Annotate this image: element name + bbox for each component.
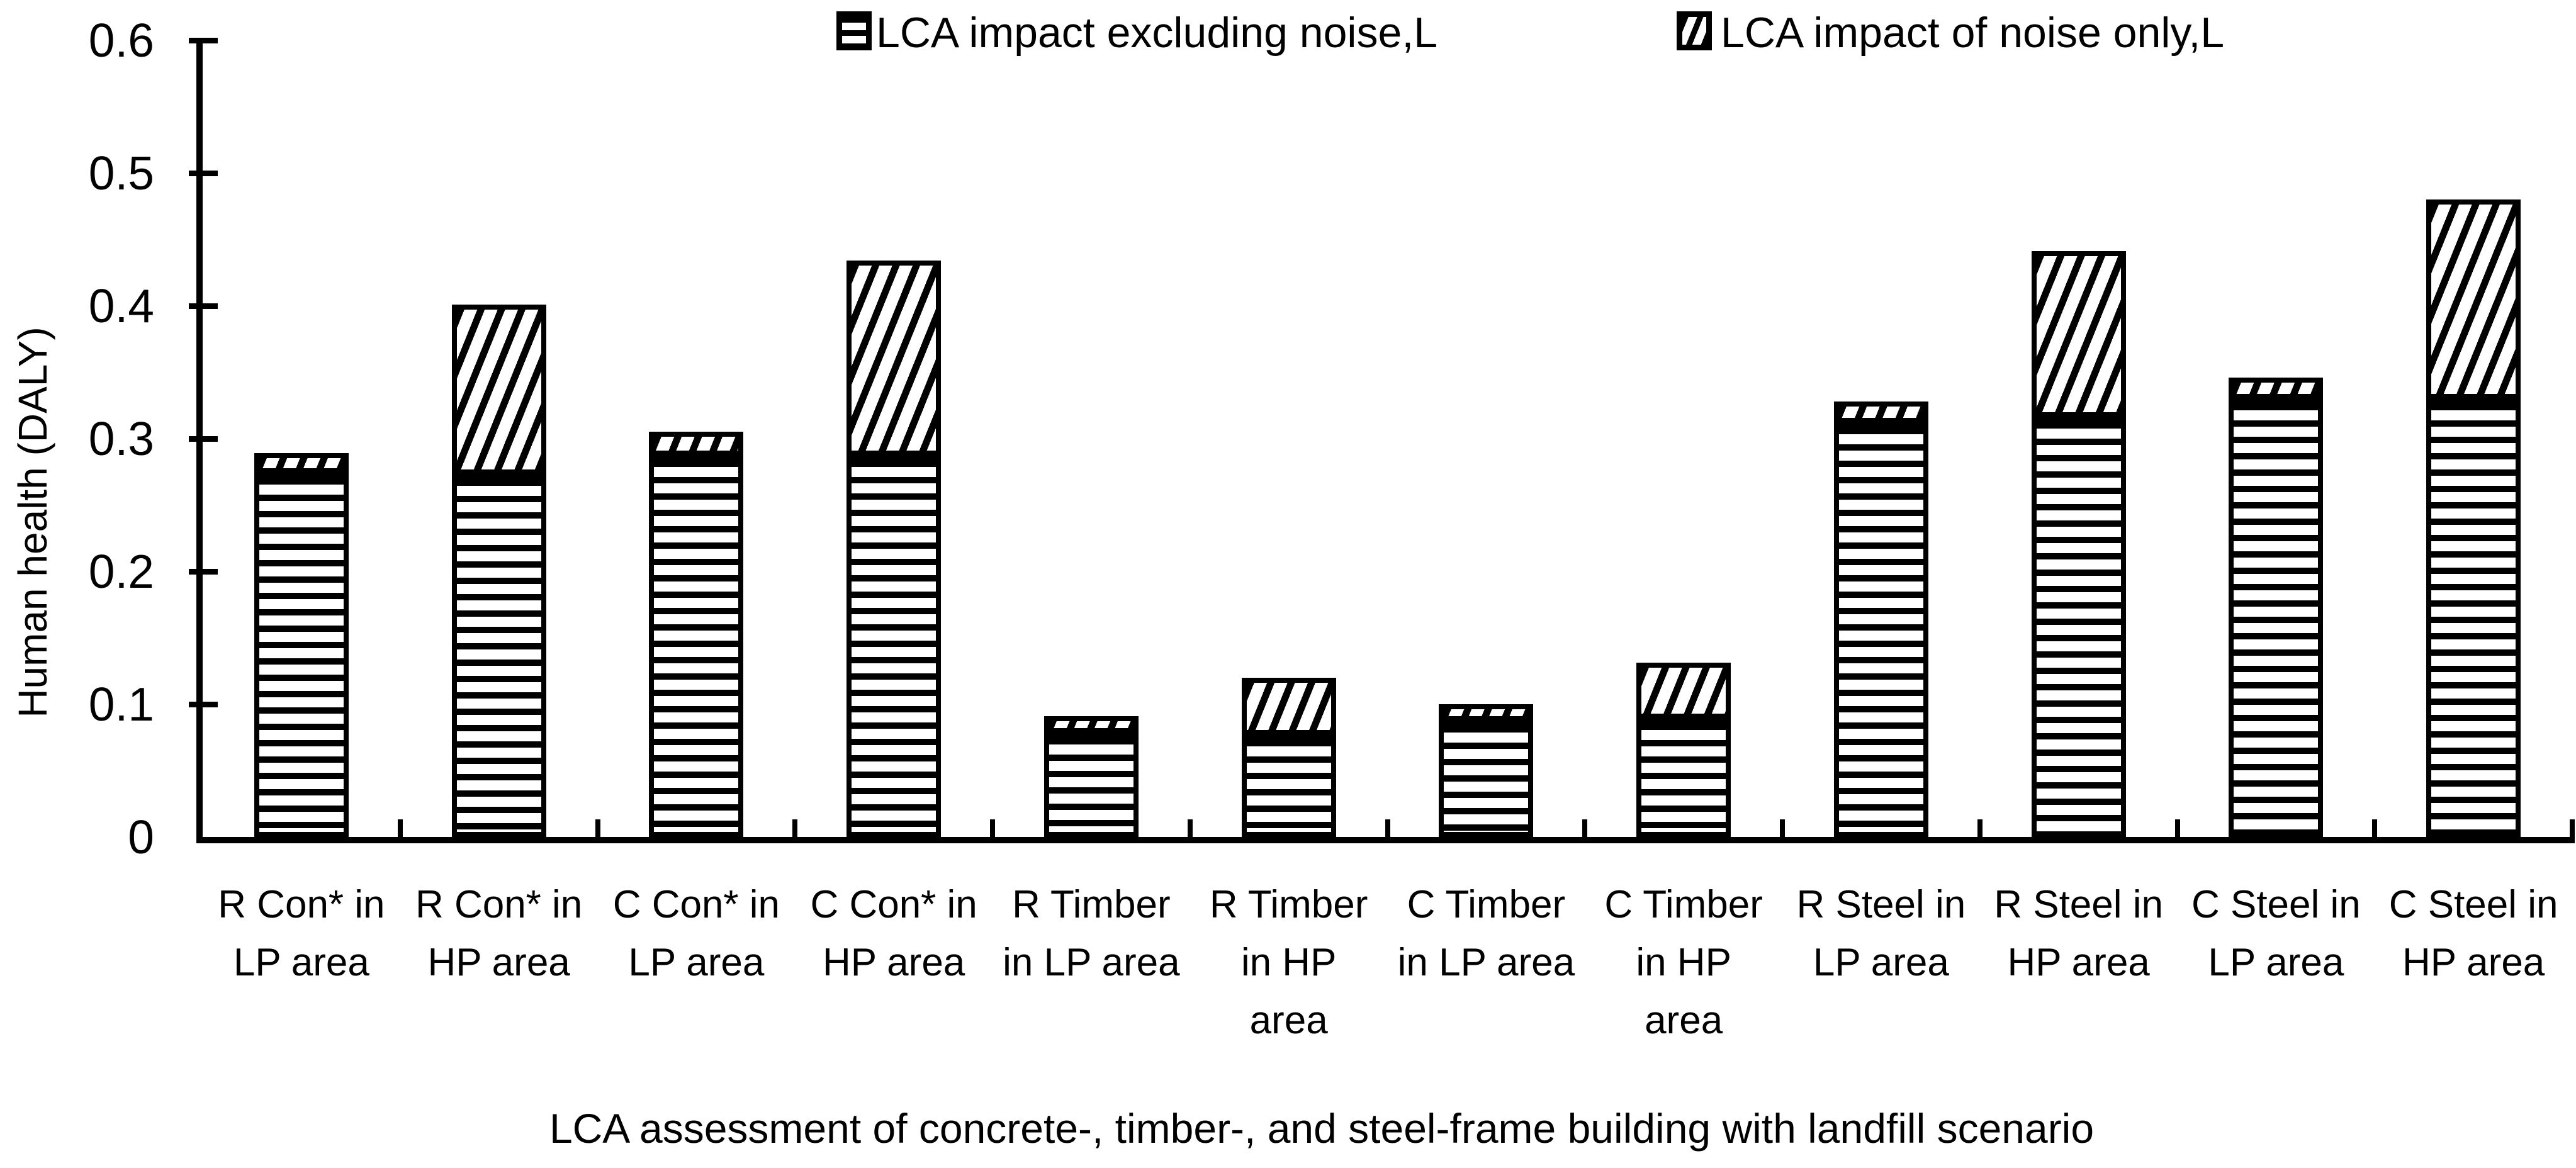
legend-item-excluding-noise: LCA impact excluding noise,L	[836, 0, 1529, 63]
x-axis-title: LCA assessment of concrete-, timber-, an…	[549, 1105, 2095, 1152]
bar-segment-noise-only	[451, 305, 546, 474]
x-category-label-line: C Steel in	[2191, 883, 2361, 926]
bar-segment-noise-only	[254, 453, 349, 473]
legend-swatch-diagonal-hatch-icon	[1677, 11, 1712, 50]
x-category-label-line: area	[1645, 999, 1723, 1042]
y-axis-tick-label: 0.4	[88, 279, 154, 332]
x-category-label: C Steel in LP area	[2178, 876, 2375, 992]
x-category-label: C Timber in LP area	[1388, 876, 1585, 992]
y-axis-tick	[189, 37, 218, 43]
x-category-label-line: R Timber	[1209, 883, 1368, 926]
bar-segment-excluding-noise	[2031, 417, 2126, 837]
x-axis-tick	[2570, 819, 2575, 843]
x-axis-tick	[2174, 819, 2180, 843]
x-category-label-line: C Con* in	[810, 883, 977, 926]
bar-segment-noise-only	[2426, 199, 2521, 399]
bar-segment-excluding-noise	[2426, 399, 2521, 837]
bar-segment-excluding-noise	[451, 474, 546, 837]
x-category-label-line: R Con* in	[218, 883, 385, 926]
x-axis-tick	[397, 819, 403, 843]
x-axis-tick	[595, 819, 600, 843]
x-category-label: C Con* in LP area	[598, 876, 796, 992]
legend-label-excluding-noise: LCA impact excluding noise,L	[876, 9, 1438, 57]
y-axis-tick-label: 0.5	[88, 147, 154, 199]
x-category-label: R Timber in LP area	[993, 876, 1190, 992]
x-category-label: R Steel in HP area	[1980, 876, 2178, 992]
x-category-label-line: area	[1249, 999, 1328, 1042]
x-category-label-line: in HP	[1636, 941, 1731, 984]
bar-segment-noise-only	[2031, 251, 2126, 417]
x-category-label: C Steel in HP area	[2375, 876, 2572, 992]
x-category-label-line: R Con* in	[415, 883, 583, 926]
bar-segment-excluding-noise	[254, 473, 349, 837]
y-axis-tick	[189, 170, 218, 176]
y-axis-tick-label: 0.1	[88, 678, 154, 731]
x-axis-tick	[1780, 819, 1785, 843]
x-category-label-line: R Steel in	[1994, 883, 2164, 926]
y-axis-tick-label: 0	[128, 811, 154, 863]
x-category-label: R Con* in HP area	[400, 876, 598, 992]
x-category-label-line: LP area	[233, 941, 369, 984]
x-category-label-line: HP area	[822, 941, 965, 984]
x-axis-tick	[1582, 819, 1588, 843]
bar-segment-excluding-noise	[846, 456, 942, 837]
bar-segment-excluding-noise	[649, 456, 744, 837]
x-category-label-line: HP area	[2402, 941, 2545, 984]
x-category-label: C Timber in HP area	[1585, 876, 1782, 1050]
x-category-label: R Timber in HP area	[1190, 876, 1388, 1050]
x-category-label: R Steel in LP area	[1782, 876, 1980, 992]
x-category-label-line: C Timber	[1407, 883, 1566, 926]
x-category-label-line: C Con* in	[612, 883, 780, 926]
x-category-label-line: in HP	[1240, 941, 1337, 984]
bar-segment-noise-only	[846, 261, 942, 456]
x-axis-tick	[1385, 819, 1390, 843]
bar-segment-excluding-noise	[1833, 423, 1928, 837]
legend-label-noise-only: LCA impact of noise only,L	[1721, 9, 2225, 57]
x-category-label-line: R Timber	[1012, 883, 1171, 926]
bar-segment-noise-only	[1833, 402, 1928, 423]
bar-segment-noise-only	[1636, 663, 1731, 719]
y-axis-tick	[189, 568, 218, 575]
bar-segment-excluding-noise	[1241, 735, 1336, 837]
y-axis-tick-label: 0.3	[88, 412, 154, 465]
x-category-label-line: in LP area	[1397, 941, 1575, 984]
legend-item-noise-only: LCA impact of noise only,L	[1677, 0, 2306, 63]
bar-segment-excluding-noise	[2229, 399, 2324, 837]
x-axis-tick	[2372, 819, 2378, 843]
y-axis-tick-label: 0.2	[88, 545, 154, 598]
x-category-label-line: HP area	[427, 941, 570, 984]
x-axis-tick	[792, 819, 798, 843]
x-axis-tick	[990, 819, 995, 843]
x-category-label-line: in LP area	[1003, 941, 1180, 984]
bar-segment-excluding-noise	[1439, 721, 1534, 837]
x-category-label-line: R Steel in	[1796, 883, 1966, 926]
y-axis-tick	[189, 701, 218, 707]
bar-segment-noise-only	[1439, 704, 1534, 721]
x-category-label-line: HP area	[2007, 941, 2150, 984]
legend-swatch-horizontal-lines-icon	[836, 11, 872, 50]
x-category-label-line: LP area	[628, 941, 765, 984]
y-axis-tick	[189, 303, 218, 309]
bar-segment-noise-only	[1241, 678, 1336, 735]
x-category-label: C Con* in HP area	[795, 876, 993, 992]
x-axis-tick	[1187, 819, 1193, 843]
x-category-label-line: C Timber	[1604, 883, 1763, 926]
x-category-label-line: C Steel in	[2388, 883, 2558, 926]
plot-area	[196, 40, 2572, 843]
y-axis-tick	[189, 435, 218, 442]
bar-segment-noise-only	[1043, 716, 1139, 733]
x-category-label-line: LP area	[1813, 941, 1949, 984]
x-category-label-line: LP area	[2208, 941, 2344, 984]
bar-segment-excluding-noise	[1636, 719, 1731, 837]
x-category-label: R Con* in LP area	[203, 876, 400, 992]
y-axis-tick-label: 0.6	[88, 14, 154, 67]
x-axis-tick	[1977, 819, 1983, 843]
bar-segment-excluding-noise	[1043, 733, 1139, 837]
bar-segment-noise-only	[649, 432, 744, 456]
bar-segment-noise-only	[2229, 378, 2324, 399]
